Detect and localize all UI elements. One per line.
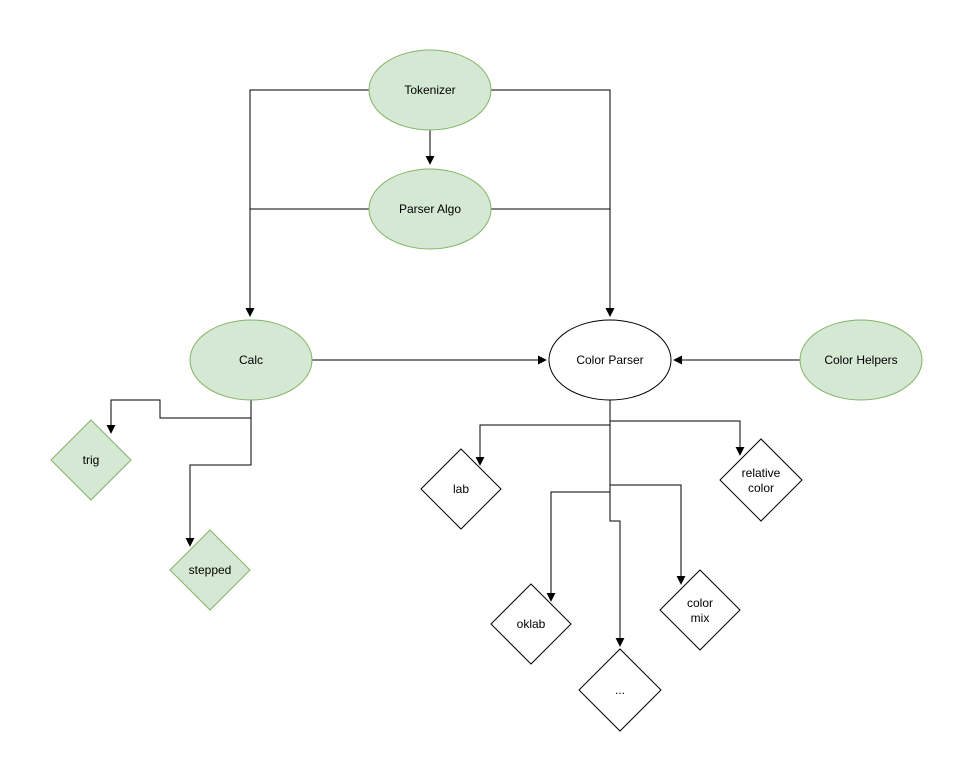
oklab-label: oklab xyxy=(517,617,546,631)
edge-calc-to-trig xyxy=(106,399,252,434)
node-ellipsis[interactable]: ... xyxy=(578,648,662,732)
edge-layer xyxy=(106,89,800,647)
relative-color-diamond[interactable] xyxy=(719,438,803,522)
node-stepped[interactable]: stepped xyxy=(169,529,251,611)
ellipsis-diamond[interactable] xyxy=(578,648,662,732)
node-calc[interactable]: Calc xyxy=(189,319,313,401)
color-helpers-label: Color Helpers xyxy=(824,353,897,367)
node-trig[interactable]: trig xyxy=(50,419,132,501)
calc-label: Calc xyxy=(239,353,263,367)
edge-color-parser-to-oklab xyxy=(546,400,611,602)
edge-parser-algo-to-color-parser xyxy=(491,208,615,317)
edge-tokenizer-to-color-parser xyxy=(491,89,615,317)
edge-color-parser-to-lab xyxy=(475,400,611,466)
node-tokenizer[interactable]: Tokenizer xyxy=(368,49,492,131)
parser-algo-ellipse[interactable] xyxy=(368,168,492,250)
tokenizer-ellipse[interactable] xyxy=(368,49,492,131)
edge-parser-algo-to-calc xyxy=(245,208,369,317)
node-parser-algo[interactable]: Parser Algo xyxy=(368,168,492,250)
oklab-diamond[interactable] xyxy=(490,583,572,665)
node-relative-color[interactable]: relative color xyxy=(719,438,803,522)
edge-tokenizer-to-calc xyxy=(245,89,369,317)
node-lab[interactable]: lab xyxy=(420,448,502,530)
color-parser-label: Color Parser xyxy=(576,353,643,367)
node-color-parser[interactable]: Color Parser xyxy=(548,319,672,401)
parser-algo-label: Parser Algo xyxy=(399,202,461,216)
trig-label: trig xyxy=(83,453,100,467)
stepped-diamond[interactable] xyxy=(169,529,251,611)
relative-color-label-line2: color xyxy=(748,481,774,495)
node-color-mix[interactable]: color mix xyxy=(659,569,741,651)
ellipsis-label: ... xyxy=(615,683,625,697)
edge-color-parser-to-color-mix xyxy=(609,400,686,585)
color-mix-label-line2: mix xyxy=(691,611,710,625)
lab-label: lab xyxy=(453,482,469,496)
node-oklab[interactable]: oklab xyxy=(490,583,572,665)
stepped-label: stepped xyxy=(189,563,232,577)
calc-ellipse[interactable] xyxy=(189,319,313,401)
relative-color-label-line1: relative xyxy=(742,466,781,480)
color-mix-diamond[interactable] xyxy=(659,569,741,651)
edge-color-parser-to-relative-color xyxy=(609,400,745,456)
node-color-helpers[interactable]: Color Helpers xyxy=(799,319,923,401)
color-parser-ellipse[interactable] xyxy=(548,319,672,401)
color-mix-label-line1: color xyxy=(687,596,713,610)
tokenizer-label: Tokenizer xyxy=(404,83,455,97)
edge-color-parser-to-ellipsis xyxy=(609,400,625,647)
lab-diamond[interactable] xyxy=(420,448,502,530)
edge-calc-to-stepped xyxy=(185,400,252,547)
trig-diamond[interactable] xyxy=(50,419,132,501)
color-helpers-ellipse[interactable] xyxy=(799,319,923,401)
